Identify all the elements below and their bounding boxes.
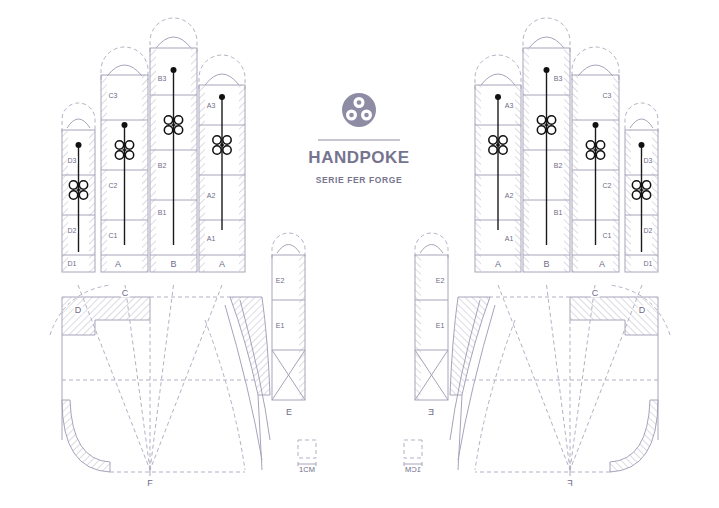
section-letter: B (542, 260, 550, 269)
finger-e (272, 233, 305, 400)
section-letter: D (74, 306, 83, 315)
segment-label: B2 (157, 162, 168, 169)
segment-label: 1CM (298, 466, 316, 474)
segment-label: 1CM (404, 466, 422, 474)
segment-label: E2 (435, 277, 446, 284)
section-letter: F (146, 479, 154, 488)
segment-label: A2 (206, 192, 217, 199)
segment-label: A2 (504, 192, 515, 199)
section-letter: D (638, 306, 647, 315)
finger-d (62, 103, 95, 272)
scale-square (298, 440, 316, 466)
segment-label: C1 (108, 232, 119, 239)
segment-label: D1 (643, 260, 654, 267)
finger-c (101, 47, 148, 272)
segment-label: A3 (504, 102, 515, 109)
segment-label: C2 (108, 182, 119, 189)
caption: SERIE FER FORGE (316, 176, 402, 185)
segment-label: C3 (108, 92, 119, 99)
segment-label: E1 (275, 322, 286, 329)
segment-label: E2 (275, 277, 286, 284)
title: HANDPOKE (308, 149, 409, 166)
segment-label: C2 (602, 182, 613, 189)
title-rule (318, 140, 400, 141)
section-letter: F (566, 479, 574, 488)
segment-label: D3 (643, 157, 654, 164)
section-letter: C (121, 289, 130, 298)
section-letter: E (285, 408, 293, 417)
segment-label: C3 (602, 92, 613, 99)
segment-label: B1 (553, 209, 564, 216)
finger-a (199, 55, 245, 272)
left-hand (50, 18, 316, 476)
section-letter: A (598, 260, 606, 269)
segment-label: E1 (435, 322, 446, 329)
section-letter: A (114, 260, 122, 269)
segment-label: C1 (602, 232, 613, 239)
segment-label: B1 (157, 209, 168, 216)
segment-label: B2 (553, 162, 564, 169)
finger-b (150, 18, 197, 272)
segment-label: B3 (157, 75, 168, 82)
section-letter: A (218, 260, 226, 269)
section-letter: A (494, 260, 502, 269)
segment-label: D1 (67, 260, 78, 267)
palm (50, 285, 270, 476)
segment-label: D3 (67, 157, 78, 164)
section-letter: C (591, 289, 600, 298)
segment-label: B3 (553, 75, 564, 82)
segment-label: A1 (504, 235, 515, 242)
logo (342, 93, 376, 127)
section-letter: E (427, 408, 435, 417)
segment-label: D2 (643, 227, 654, 234)
segment-label: A1 (206, 235, 217, 242)
segment-label: D2 (67, 227, 78, 234)
segment-label: A3 (206, 102, 217, 109)
right-hand (404, 18, 670, 476)
section-letter: B (169, 260, 177, 269)
